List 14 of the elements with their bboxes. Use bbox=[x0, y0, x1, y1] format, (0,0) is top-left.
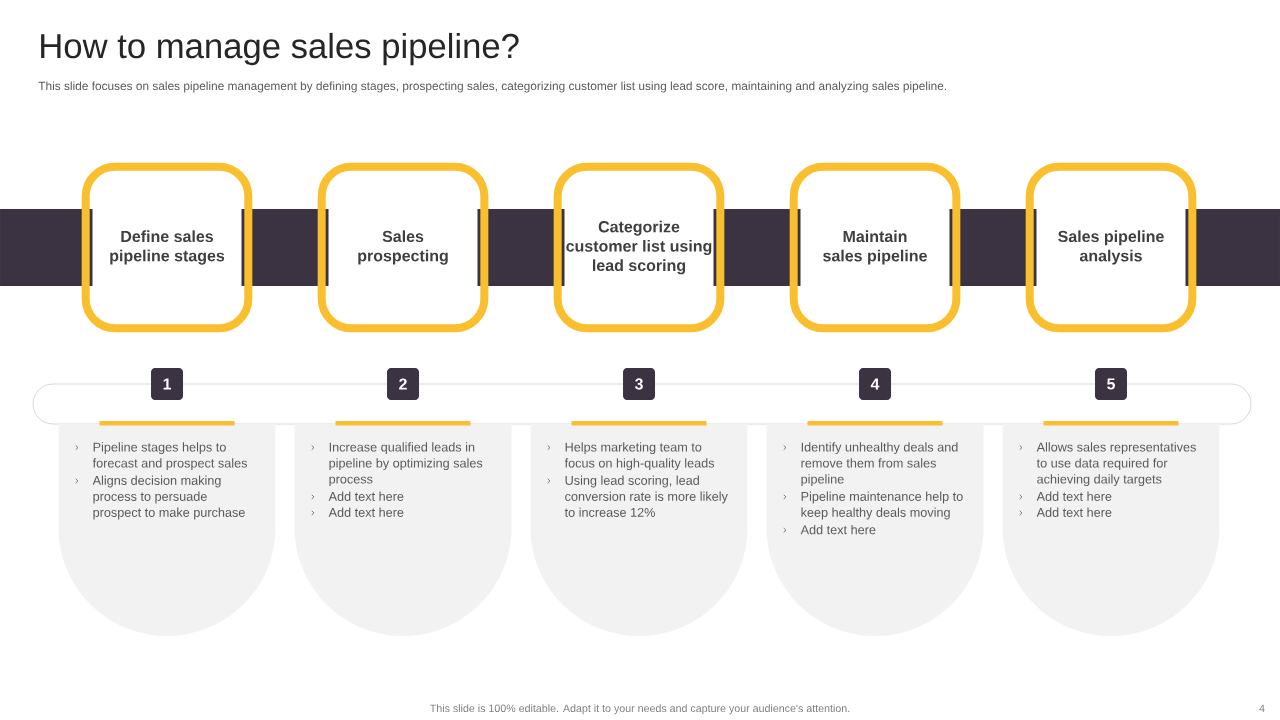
info-panel: Identify unhealthy deals and remove them from sales pipeline Pipeline maintenance help to keep healthy deals moving Add text here bbox=[766, 424, 984, 636]
number-badge: 1 bbox=[151, 368, 183, 400]
info-panel: Allows sales representatives to use data required for achieving daily targets Add text here Add text here bbox=[1002, 424, 1220, 636]
number-badge: 5 bbox=[1095, 368, 1127, 400]
info-panel: Helps marketing team to focus on high-quality leads Using lead scoring, lead conversion rate is more likely to increase 12% bbox=[530, 424, 748, 636]
subtitle: This slide focuses on sales pipeline management by defining stages, prospecting sales, categorizing customer list using lead score, maintaining and analyzing sales pipeline. bbox=[38, 81, 946, 93]
info-panel: Pipeline stages helps to forecast and prospect sales Aligns decision making process to persuade prospect to make purchase bbox=[58, 424, 276, 636]
page-number: 4 bbox=[1259, 704, 1265, 712]
footer-note: This slide is 100% editable. Adapt it to your needs and capture your audience's attention. bbox=[430, 704, 850, 715]
number-badge: 3 bbox=[623, 368, 655, 400]
title: How to manage sales pipeline? bbox=[41, 32, 519, 66]
info-panel: Increase qualified leads in pipeline by optimizing sales process Add text here Add text here bbox=[294, 424, 512, 636]
number-badge: 2 bbox=[387, 368, 419, 400]
number-badge: 4 bbox=[859, 368, 891, 400]
